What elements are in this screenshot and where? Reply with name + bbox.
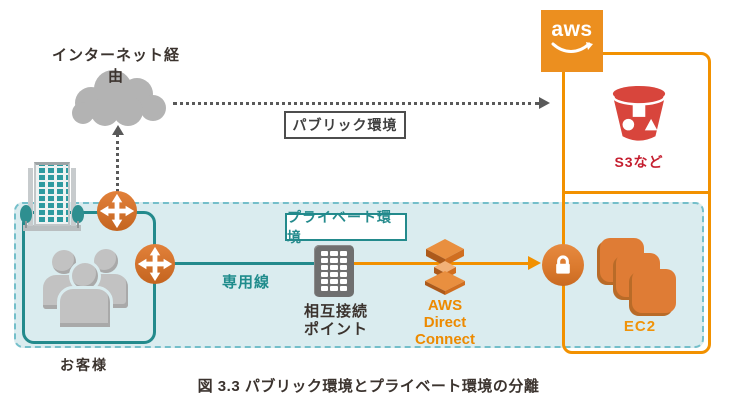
interconnect-server-icon bbox=[314, 245, 354, 297]
arrow-right-icon bbox=[528, 256, 541, 270]
arrow-right-icon bbox=[539, 97, 550, 109]
public-env-label-text: パブリック環境 bbox=[292, 117, 398, 133]
customer-label: お客様 bbox=[60, 357, 108, 373]
aws-logo-text: aws bbox=[551, 18, 593, 41]
dc-label-line3: Connect bbox=[415, 331, 475, 348]
internet-cloud-icon bbox=[64, 67, 172, 129]
figure-caption: 図 3.3 パブリック環境とプライベート環境の分離 bbox=[197, 378, 540, 395]
private-env-label: プライベート環境 bbox=[285, 209, 407, 245]
building-pillar bbox=[71, 168, 76, 226]
s3-bucket-icon bbox=[610, 82, 668, 146]
aws-smile-icon bbox=[551, 42, 593, 53]
s3-label: S3など bbox=[614, 154, 664, 170]
dotted-connector-router-to-cloud bbox=[116, 134, 119, 192]
aws-region-divider bbox=[562, 191, 711, 194]
interconnect-label-line1: 相互接続 bbox=[303, 303, 368, 320]
router-icon bbox=[96, 190, 138, 232]
tree-icon bbox=[72, 205, 84, 228]
private-env-label-text: プライベート環境 bbox=[287, 209, 392, 245]
dotted-connector-cloud-to-aws bbox=[173, 102, 539, 105]
ec2-label: EC2 bbox=[623, 318, 657, 335]
interconnect-label-line2: ポイント bbox=[303, 321, 368, 338]
dedicated-line-label: 専用線 bbox=[221, 274, 270, 291]
person-icon bbox=[57, 286, 113, 330]
internet-label: インターネット経由 bbox=[51, 47, 180, 85]
aws-direct-connect-icon bbox=[419, 238, 471, 295]
office-building-icon bbox=[20, 161, 84, 232]
dedicated-line-connector bbox=[155, 262, 318, 265]
building-base bbox=[23, 225, 81, 231]
dc-label-line2: Direct bbox=[423, 314, 467, 331]
tree-icon bbox=[20, 205, 32, 228]
interconnect-point-label: 相互接続 ポイント bbox=[294, 303, 378, 339]
router-icon bbox=[134, 243, 176, 285]
arrow-up-icon bbox=[112, 125, 124, 135]
building-tower bbox=[34, 162, 70, 226]
public-env-label: パブリック環境 bbox=[284, 111, 406, 139]
dc-label-line1: AWS bbox=[427, 297, 463, 314]
aws-region bbox=[562, 52, 711, 354]
direct-connect-label: AWS Direct Connect bbox=[398, 297, 492, 348]
aws-logo: aws bbox=[541, 10, 603, 72]
ec2-icon bbox=[632, 269, 676, 313]
building-pillar bbox=[28, 168, 33, 226]
lock-icon bbox=[542, 244, 584, 286]
